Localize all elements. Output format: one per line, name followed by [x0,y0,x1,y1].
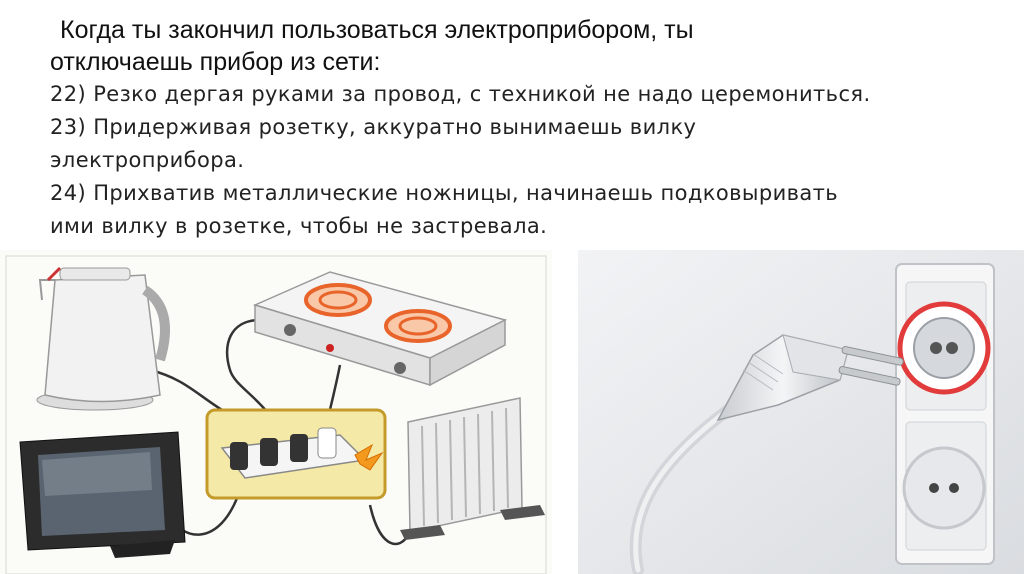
question-line-1: Когда ты закончил пользоваться электропр… [60,16,694,44]
power-strip-icon [205,408,387,500]
option-22-text: 22) Резко дергая руками за провод, с тех… [50,82,871,106]
question-title: Когда ты закончил пользоваться электропр… [50,14,990,78]
option-23[interactable]: 23) Придерживая розетку, аккуратно выним… [50,111,990,177]
option-23-text-1: 23) Придерживая розетку, аккуратно выним… [50,115,697,139]
option-24-text-2: ими вилку в розетке, чтобы не застревала… [50,214,548,238]
text-block: Когда ты закончил пользоваться электропр… [50,14,990,243]
question-line-2: отключаешь прибор из сети: [50,48,381,76]
tv-icon [19,431,186,558]
wall-socket-icon [895,263,995,565]
option-23-text-2: электроприбора. [50,148,245,172]
plug-icon [629,334,904,574]
kettle-icon [36,266,170,411]
radiator-icon [400,397,545,540]
plug-photo [578,250,1024,574]
stove-icon [252,271,508,387]
option-24[interactable]: 24) Прихватив металлические ножницы, нач… [50,177,990,243]
appliances-illustration [0,250,552,574]
option-22[interactable]: 22) Резко дергая руками за провод, с тех… [50,78,990,111]
spark-icon [354,443,384,471]
option-24-text-1: 24) Прихватив металлические ножницы, нач… [50,181,839,205]
